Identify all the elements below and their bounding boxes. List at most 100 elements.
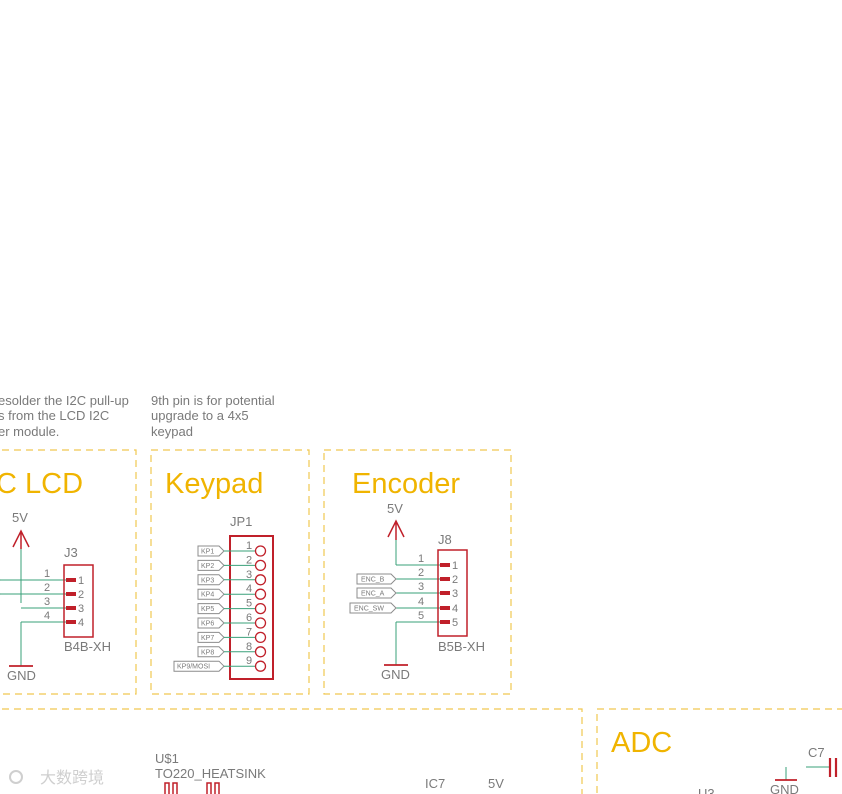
keypad-net-tag-label: KP5 — [201, 606, 214, 613]
adc-gnd-label: GND — [770, 782, 799, 794]
keypad-pin-hole — [254, 617, 267, 629]
keypad-pin-hole — [254, 574, 267, 586]
lcd-5v-label: 5V — [12, 510, 28, 525]
enc-pin-num-1: 1 — [418, 553, 424, 565]
keypad-net-tag — [173, 660, 225, 672]
enc-pin-num-3: 3 — [418, 581, 424, 593]
jp1-ref: JP1 — [230, 514, 252, 529]
keypad-pin-number: 3 — [246, 569, 252, 581]
j8-pin-label-1: 1 — [452, 560, 458, 572]
keypad-net-tag — [197, 617, 225, 629]
keypad-frame — [150, 449, 310, 695]
keypad-pin-hole — [254, 545, 267, 557]
j8-pin-label-3: 3 — [452, 588, 458, 600]
lcd-gnd-label: GND — [7, 668, 36, 683]
encoder-net-tag — [356, 573, 397, 585]
keypad-net-tag — [197, 574, 225, 586]
encoder-net-tag-label: ENC_A — [361, 591, 385, 598]
keypad-note-line-2: upgrade to a 4x5 — [151, 408, 249, 423]
j3-pins — [66, 578, 76, 624]
j3-pin-label-3: 3 — [78, 603, 84, 615]
j3-pin-label-2: 2 — [78, 589, 84, 601]
encoder-gnd-label: GND — [381, 667, 410, 682]
keypad-net-tag-label: KP6 — [201, 621, 214, 628]
power-section: U$1 TO220_HEATSINK IC7 5V — [155, 751, 504, 794]
j8-ref: J8 — [438, 532, 452, 547]
keypad-net-tag — [197, 545, 225, 557]
lcd-note-line-3: er module. — [0, 424, 59, 439]
lcd-connector: 5V 1 2 3 4 1 2 3 4 J3 B4B-XH GND — [0, 510, 111, 683]
j8-value: B5B-XH — [438, 639, 485, 654]
j3-value: B4B-XH — [64, 639, 111, 654]
encoder-net-tag — [356, 587, 397, 599]
keypad-net-tag-label: KP4 — [201, 592, 214, 599]
enc-pin-num-5: 5 — [418, 610, 424, 622]
j8-pin-label-5: 5 — [452, 617, 458, 629]
lcd-note-line-1: esolder the I2C pull-up — [0, 393, 129, 408]
keypad-pin-hole — [254, 602, 267, 615]
encoder-net-tag-label: ENC_SW — [354, 606, 384, 613]
j8-pins — [440, 563, 450, 624]
section-frames — [0, 449, 842, 794]
keypad-net-tag-label: KP9/MOSI — [177, 664, 210, 671]
keypad-title: Keypad — [165, 468, 263, 500]
adc-section: C7 GND U3 — [698, 745, 838, 794]
encoder-wires — [395, 540, 440, 665]
enc-pin-num-4: 4 — [418, 596, 424, 608]
enc-pin-num-2: 2 — [418, 567, 424, 579]
keypad-net-tag-label: KP2 — [201, 563, 214, 570]
keypad-pin-hole — [254, 588, 267, 600]
keypad-pin-number: 1 — [246, 540, 252, 552]
keypad-net-tag — [197, 603, 225, 615]
keypad-net-tag — [197, 588, 225, 600]
keypad-pin-number: 5 — [246, 598, 252, 610]
keypad-pin-hole — [254, 559, 267, 572]
keypad-note-line-3: keypad — [151, 424, 193, 439]
j8-body — [437, 549, 468, 637]
keypad-note-line-1: 9th pin is for potential — [151, 393, 275, 408]
heatsink-right-symbol — [206, 782, 220, 794]
lcd-pin-num-3: 3 — [44, 596, 50, 608]
j3-ref: J3 — [64, 545, 78, 560]
keypad-net-tag — [197, 646, 225, 658]
keypad-net-tag — [197, 631, 225, 643]
u3-ref: U3 — [698, 786, 715, 794]
keypad-pin-number: 9 — [246, 655, 252, 667]
keypad-net-tag-label: KP1 — [201, 549, 214, 556]
keypad-pin-number: 6 — [246, 612, 252, 624]
watermark-logo-icon — [9, 770, 23, 784]
keypad-net-tag — [197, 559, 225, 571]
lcd-pin-num-2: 2 — [44, 582, 50, 594]
j3-pin-label-4: 4 — [78, 617, 84, 629]
encoder-tags: ENC_B ENC_A ENC_SW — [349, 573, 397, 614]
encoder-net-tag-label: ENC_B — [361, 577, 385, 584]
heatsink-value: TO220_HEATSINK — [155, 766, 266, 781]
keypad-pin-hole — [254, 631, 267, 644]
watermark-text: 大数跨境 — [40, 768, 104, 787]
power-frame — [0, 708, 583, 794]
keypad-net-tag-label: KP7 — [201, 635, 214, 642]
lcd-pin-wires — [0, 579, 66, 666]
lcd-note: esolder the I2C pull-up s from the LCD I… — [0, 393, 129, 439]
keypad-pin-number: 4 — [246, 583, 252, 595]
keypad-pin-number: 2 — [246, 554, 252, 566]
lcd-note-line-2: s from the LCD I2C — [0, 408, 109, 423]
adc-title: ADC — [611, 727, 672, 759]
lcd-title: C LCD — [0, 468, 83, 500]
keypad-pin-number: 8 — [246, 641, 252, 653]
watermark: 大数跨境 — [9, 768, 104, 787]
keypad-pin-hole — [254, 646, 267, 658]
keypad-pin-hole — [254, 660, 267, 672]
encoder-net-tag — [349, 602, 397, 614]
keypad-net-tag-label: KP8 — [201, 649, 214, 656]
lcd-pin-num-1: 1 — [44, 568, 50, 580]
reg-5v-label: 5V — [488, 776, 504, 791]
lcd-frame — [0, 449, 137, 695]
encoder-5v-symbol — [387, 519, 405, 540]
j3-pin-label-1: 1 — [78, 575, 84, 587]
j8-pin-label-2: 2 — [452, 574, 458, 586]
